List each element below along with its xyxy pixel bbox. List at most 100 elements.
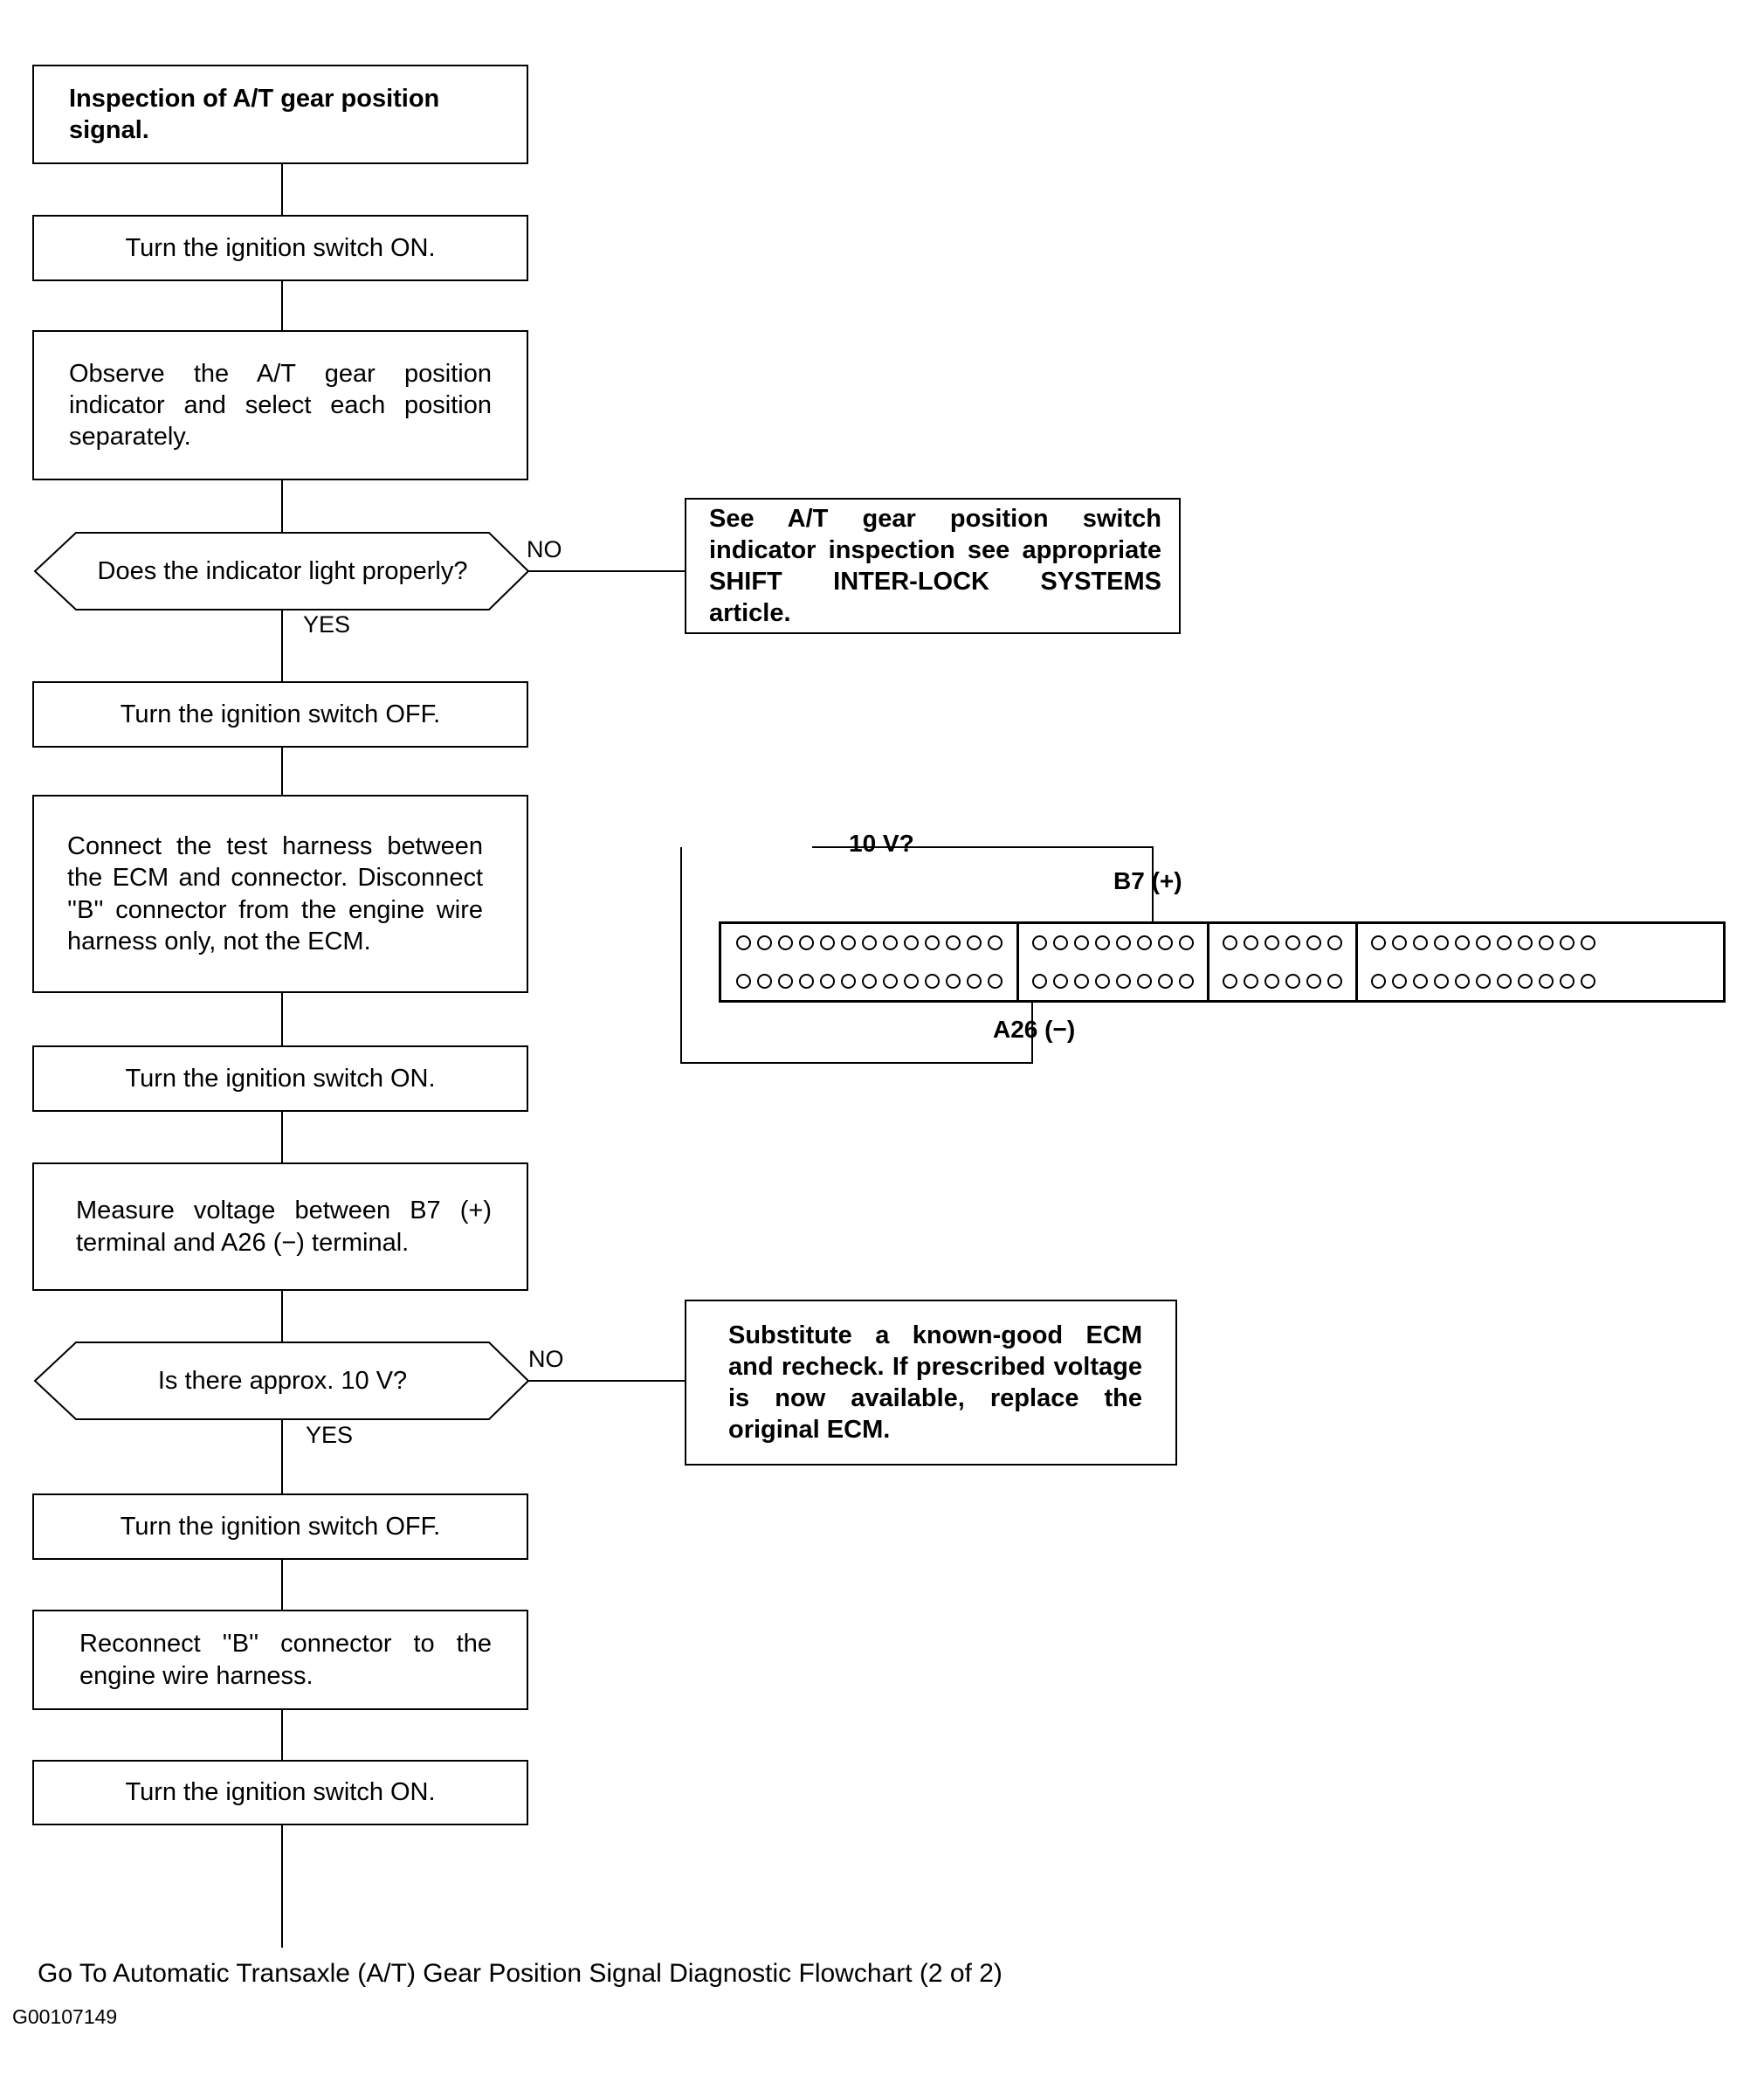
- step-box: Turn the ignition switch ON.: [32, 215, 528, 281]
- connector-pin: [1095, 935, 1110, 951]
- decision-label: Is there approx. 10 V?: [157, 1366, 408, 1395]
- step-text: Turn the ignition switch ON.: [125, 1064, 436, 1093]
- yes-label: YES: [306, 1422, 354, 1448]
- step-box: Turn the ignition switch ON.: [32, 1760, 528, 1825]
- connector-pin: [882, 973, 898, 989]
- connector-pin: [1116, 935, 1131, 951]
- connector-pin: [777, 935, 793, 951]
- decision-label: Does the indicator light properly?: [97, 556, 468, 585]
- connector-pin: [1223, 935, 1237, 951]
- negative-terminal-label: A26 (−): [993, 1016, 1076, 1043]
- connector-pin: [1223, 973, 1237, 989]
- connector-pin: [1285, 935, 1300, 951]
- step-box: Connect the test harness between the ECM…: [32, 795, 528, 993]
- step-text: Observe the A/T gear position indicator …: [69, 359, 492, 452]
- step-box: Turn the ignition switch OFF.: [32, 1493, 528, 1560]
- pin-row: [1209, 924, 1355, 962]
- connector-pin: [903, 935, 919, 951]
- step-box: Observe the A/T gear position indicator …: [32, 330, 528, 480]
- step-box: Measure voltage between B7 (+) terminal …: [32, 1162, 528, 1291]
- connector-pin: [735, 935, 751, 951]
- connector-pin: [1158, 935, 1173, 951]
- positive-terminal-label: B7 (+): [1113, 867, 1182, 894]
- connector-segment: [1016, 924, 1207, 1000]
- pin-row: [1019, 962, 1207, 1001]
- pin-row: [1358, 962, 1609, 1001]
- connector-pin: [861, 935, 877, 951]
- connector-pin: [1371, 973, 1386, 989]
- connector-pin: [840, 973, 856, 989]
- connector-pin: [1053, 935, 1068, 951]
- connector-pin: [1179, 973, 1194, 989]
- connector-pin: [1518, 973, 1533, 989]
- connector-pin: [966, 935, 982, 951]
- connector-pin: [924, 935, 940, 951]
- no-result-box: See A/T gear position switch indicator i…: [685, 498, 1181, 634]
- step-box: Turn the ignition switch ON.: [32, 1045, 528, 1112]
- connector-pin: [1455, 973, 1470, 989]
- connector-pin: [1539, 935, 1554, 951]
- no-result-text: Substitute a known-good ECM and recheck.…: [728, 1321, 1142, 1445]
- step-text: Turn the ignition switch ON.: [125, 233, 436, 262]
- connector-pin: [882, 935, 898, 951]
- connector-pin: [1032, 935, 1047, 951]
- connector-pin: [945, 973, 961, 989]
- connector-pin: [1518, 935, 1533, 951]
- figure-code: G00107149: [12, 2005, 118, 2028]
- connector-pin: [1476, 935, 1491, 951]
- connector-pin: [1074, 973, 1089, 989]
- step-text: Turn the ignition switch ON.: [125, 1778, 436, 1807]
- step-text: Reconnect ''B'' connector to the engine …: [79, 1630, 492, 1690]
- next-flowchart-link[interactable]: Go To Automatic Transaxle (A/T) Gear Pos…: [38, 1959, 1003, 1988]
- connector-pin: [945, 935, 961, 951]
- step-text: Turn the ignition switch OFF.: [120, 1512, 441, 1541]
- decision-diamond-1: [33, 532, 530, 610]
- connector-pin: [1392, 973, 1407, 989]
- connector-pin: [1244, 973, 1258, 989]
- no-label: NO: [527, 536, 562, 562]
- connector-pin: [1137, 935, 1152, 951]
- connector-pin: [1581, 935, 1595, 951]
- connector-pin: [798, 935, 814, 951]
- pin-row: [1358, 924, 1609, 962]
- connector-pin: [735, 973, 751, 989]
- connector-pin: [1158, 973, 1173, 989]
- connector-pin: [1581, 973, 1595, 989]
- measurement-wire: [812, 846, 1154, 923]
- connector-pin: [840, 935, 856, 951]
- connector-pin: [861, 973, 877, 989]
- connector-pin: [1285, 973, 1300, 989]
- connector-pin: [1074, 935, 1089, 951]
- connector-pin: [1413, 973, 1428, 989]
- voltage-label: 10 V?: [849, 830, 914, 857]
- connector-pin: [819, 935, 835, 951]
- connector-pin: [1539, 973, 1554, 989]
- pin-row: [1209, 962, 1355, 1001]
- connector-pin: [1095, 973, 1110, 989]
- connector-pin: [1244, 935, 1258, 951]
- connector-pin: [1306, 935, 1321, 951]
- pin-row: [721, 962, 1016, 1001]
- connector-pin: [924, 973, 940, 989]
- connector-pin: [1392, 935, 1407, 951]
- decision-diamond-2: [33, 1342, 530, 1420]
- connector-pin: [756, 935, 772, 951]
- connector-pin: [1497, 973, 1512, 989]
- connector-segment: [721, 924, 1016, 1000]
- connector-pin: [798, 973, 814, 989]
- connector-pin: [1434, 935, 1449, 951]
- connector-pin: [966, 973, 982, 989]
- pin-row: [1019, 924, 1207, 962]
- step-box: Reconnect ''B'' connector to the engine …: [32, 1610, 528, 1710]
- connector-pin: [1476, 973, 1491, 989]
- connector-pin: [1327, 973, 1342, 989]
- connector-pin: [1560, 973, 1575, 989]
- yes-label: YES: [303, 611, 351, 638]
- step-text: Connect the test harness between the ECM…: [67, 832, 483, 955]
- connector-pin: [1032, 973, 1047, 989]
- connector-pin: [756, 973, 772, 989]
- connector-pin: [1116, 973, 1131, 989]
- connector-pin: [1371, 935, 1386, 951]
- measurement-wire-left: [680, 847, 1033, 1064]
